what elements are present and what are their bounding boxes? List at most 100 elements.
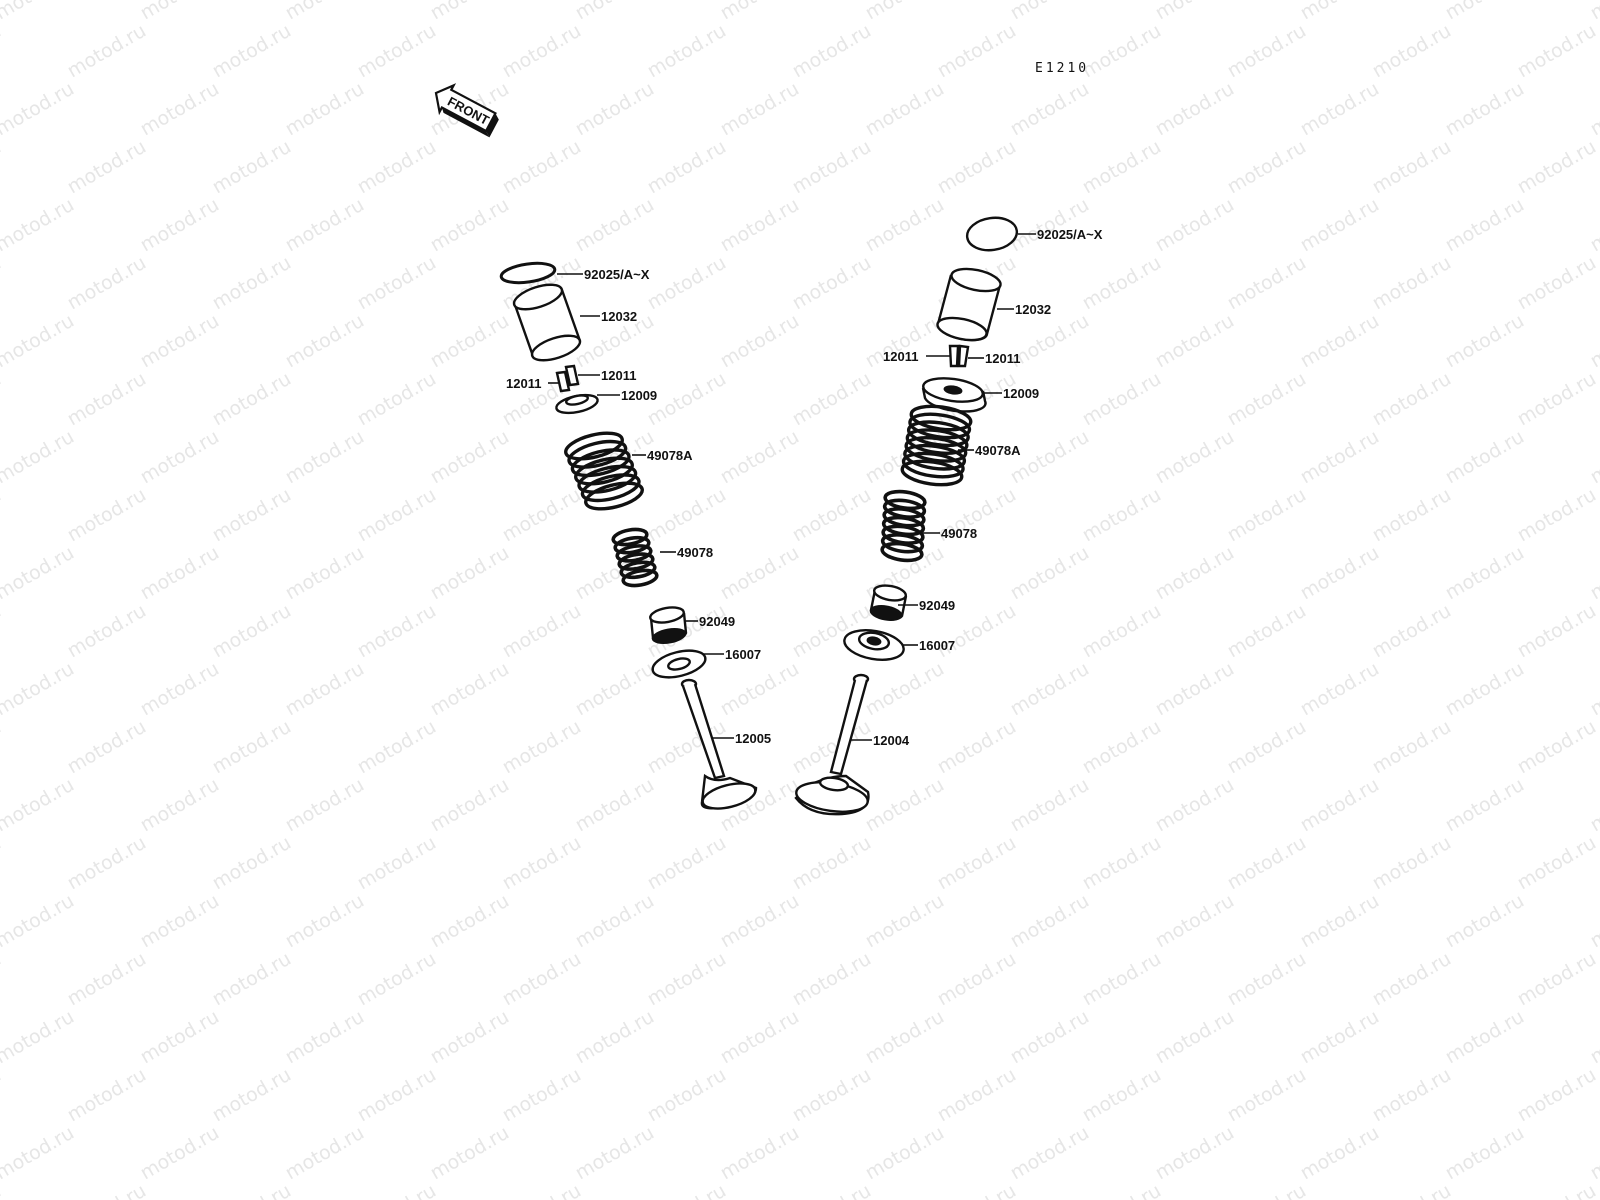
watermark-text: motod.ru [1007,0,1093,24]
watermark-text: motod.ru [934,136,1020,199]
watermark-text: motod.ru [209,1180,295,1200]
watermark-text: motod.ru [354,716,440,779]
watermark-text: motod.ru [934,948,1020,1011]
watermark-text: motod.ru [1297,0,1383,24]
watermark-text: motod.ru [427,1006,513,1069]
watermark-text: motod.ru [717,194,803,257]
watermark-text: motod.ru [1587,542,1600,605]
watermark-text: motod.ru [1224,716,1310,779]
watermark-text: motod.ru [862,890,948,953]
watermark-text: motod.ru [0,600,5,663]
watermark-text: motod.ru [137,426,223,489]
watermark-text: motod.ru [282,890,368,953]
watermark-text: motod.ru [1514,252,1600,315]
watermark-text: motod.ru [427,658,513,721]
watermark-text: motod.ru [282,0,368,24]
watermark-text: motod.ru [137,542,223,605]
watermark-text: motod.ru [427,426,513,489]
spring-coil [906,420,970,448]
watermark-text: motod.ru [1079,368,1165,431]
spring-coil [611,527,649,547]
watermark-text: motod.ru [499,1064,585,1127]
watermark-text: motod.ru [1587,890,1600,953]
watermark-text: motod.ru [1369,832,1455,895]
watermark-text: motod.ru [137,1122,223,1185]
watermark-text: motod.ru [1442,658,1528,721]
watermark-text: motod.ru [1514,600,1600,663]
watermark-text: motod.ru [1007,658,1093,721]
watermark-text: motod.ru [499,832,585,895]
watermark-text: motod.ru [789,368,875,431]
left-stem-seal: 92049 [649,606,735,644]
watermark-text: motod.ru [0,252,5,315]
watermark-text: motod.ru [282,542,368,605]
watermark-text: motod.ru [862,1006,948,1069]
watermark-text: motod.ru [1514,20,1600,83]
spring-coil [880,541,924,563]
spring-coil [577,464,638,494]
right-spring-seat-label: 16007 [919,638,955,653]
left-outer-spring-label: 49078A [647,448,693,463]
watermark-text: motod.ru [572,194,658,257]
watermark-text: motod.ru [1442,1122,1528,1185]
watermark-text: motod.ru [0,1122,78,1185]
watermark-text: motod.ru [572,890,658,953]
spring-coil [615,544,653,563]
watermark-text: motod.ru [0,890,78,953]
watermark-text: motod.ru [862,78,948,141]
watermark-text: motod.ru [282,774,368,837]
watermark-text: motod.ru [572,658,658,721]
watermark-text: motod.ru [64,484,150,547]
watermark-text: motod.ru [1297,1122,1383,1185]
watermark-text: motod.ru [427,890,513,953]
watermark-text: motod.ru [717,658,803,721]
left-stem-seal-label: 92049 [699,614,735,629]
watermark-text: motod.ru [717,890,803,953]
watermark-text: motod.ru [64,368,150,431]
watermark-text: motod.ru [354,484,440,547]
watermark-text: motod.ru [499,20,585,83]
right-outer-spring [900,404,973,487]
right-inner-spring [880,489,927,563]
watermark-text: motod.ru [209,136,295,199]
watermark-text: motod.ru [137,194,223,257]
watermark-text: motod.ru [1514,716,1600,779]
right-valve-assembly: 92025/A~X 12032 12011 12011 12009 [794,216,1103,816]
watermark-text: motod.ru [1152,890,1238,953]
watermark-text: motod.ru [209,484,295,547]
watermark-text: motod.ru [1007,194,1093,257]
watermark-text: motod.ru [1079,716,1165,779]
watermark-text: motod.ru [644,832,730,895]
right-stem-seal-label: 92049 [919,598,955,613]
watermark-text: motod.ru [1007,542,1093,605]
left-valve: 12005 [680,678,771,810]
right-cotter-right-label: 12011 [985,351,1020,366]
watermark-text: motod.ru [1297,774,1383,837]
watermark-text: motod.ru [789,136,875,199]
right-shim: 92025/A~X [965,216,1103,252]
watermark-text: motod.ru [1152,310,1238,373]
watermark-text: motod.ru [209,716,295,779]
watermark-text: motod.ru [862,1122,948,1185]
watermark-text: motod.ru [0,136,5,199]
spring-coil [904,436,968,463]
watermark-text: motod.ru [427,0,513,24]
watermark-text: motod.ru [1152,1122,1238,1185]
spring-coil [580,473,641,503]
watermark-text: motod.ru [1152,658,1238,721]
watermark-text: motod.ru [644,948,730,1011]
watermark-text: motod.ru [427,310,513,373]
watermark-text: motod.ru [1079,20,1165,83]
watermark-text: motod.ru [499,1180,585,1200]
spring-coil [908,412,972,440]
watermark-text: motod.ru [1369,484,1455,547]
watermark-text: motod.ru [137,890,223,953]
watermark-text: motod.ru [572,78,658,141]
watermark-text: motod.ru [499,716,585,779]
watermark-text: motod.ru [0,78,78,141]
left-retainer-label: 12009 [621,388,657,403]
left-spring-seat-label: 16007 [725,647,761,662]
watermark-text: motod.ru [0,1064,5,1127]
left-cotter-upper-label: 12011 [601,368,636,383]
